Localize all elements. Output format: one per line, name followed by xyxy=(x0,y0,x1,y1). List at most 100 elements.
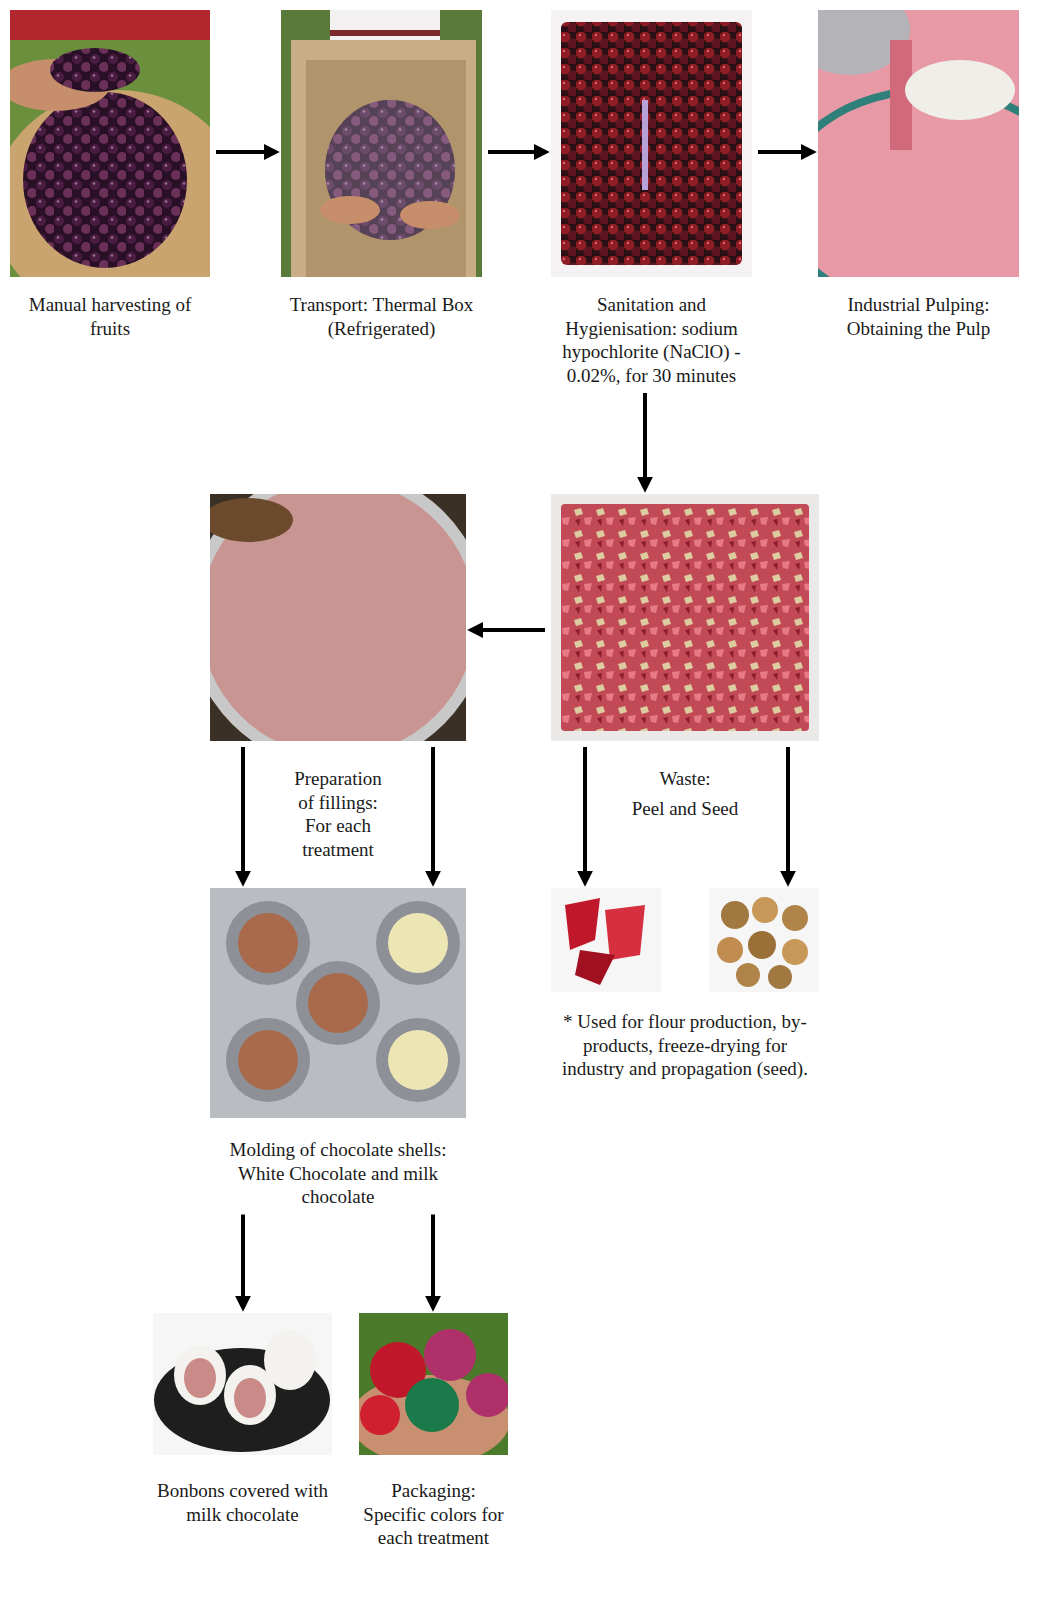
box-frame xyxy=(291,40,476,277)
seed xyxy=(748,931,776,959)
filled-shell xyxy=(388,913,448,973)
peel-photo xyxy=(551,888,661,992)
caption-block: Manual harvesting of fruits xyxy=(10,293,210,340)
flow-arrow xyxy=(583,747,587,882)
wrapped-bonbon xyxy=(466,1373,508,1417)
filled-shell xyxy=(238,1030,298,1090)
flow-arrow xyxy=(431,747,435,882)
photo-area xyxy=(210,888,466,1118)
basket xyxy=(10,90,210,277)
seed xyxy=(721,901,749,929)
photo-area xyxy=(551,888,819,992)
photo-area xyxy=(153,1313,332,1455)
seed-photo xyxy=(709,888,819,992)
glove xyxy=(905,60,1015,120)
process-step: * Used for flour production, by-products… xyxy=(551,888,819,1081)
process-step: Preparation of fillings: For each treatm… xyxy=(210,494,466,741)
harvest-photo xyxy=(10,10,210,277)
caption-block: Sanitation and Hygienisation: sodium hyp… xyxy=(551,293,752,387)
filled-shell xyxy=(238,913,298,973)
photo-area xyxy=(551,494,819,741)
white-ground xyxy=(551,888,661,992)
waste-photo xyxy=(551,494,819,741)
red-cloth xyxy=(10,10,210,40)
flow-arrow xyxy=(431,1215,435,1308)
step-caption: Packaging: Specific colors for each trea… xyxy=(359,1479,508,1550)
flow-arrow xyxy=(758,150,812,154)
mold-cavity xyxy=(296,961,380,1045)
caption-block: Transport: Thermal Box (Refrigerated) xyxy=(281,293,482,340)
grass xyxy=(281,10,482,277)
flow-arrow xyxy=(488,150,545,154)
bonbon xyxy=(264,1330,316,1390)
photo-area xyxy=(359,1313,508,1455)
sanitation-photo xyxy=(551,10,752,277)
step-caption: Waste: xyxy=(619,767,751,791)
white-ground xyxy=(153,1313,332,1455)
wrapped-bonbon xyxy=(424,1329,476,1381)
seed xyxy=(782,939,808,965)
berries xyxy=(50,48,140,92)
wrapped-bonbon xyxy=(405,1378,459,1432)
peel-and-seed xyxy=(561,504,809,731)
pot xyxy=(210,494,466,741)
filled-shell xyxy=(308,973,368,1033)
photo-area xyxy=(10,10,210,277)
filling xyxy=(210,494,466,741)
mold xyxy=(210,888,466,1118)
flow-arrow xyxy=(241,1215,245,1308)
process-step: Manual harvesting of fruits xyxy=(10,10,210,340)
seed xyxy=(768,965,792,989)
seed xyxy=(752,897,778,923)
hand xyxy=(400,201,460,229)
bonbon xyxy=(174,1345,226,1405)
caption-block: Packaging: Specific colors for each trea… xyxy=(359,1479,508,1550)
box-inside xyxy=(306,60,466,277)
caption-block: Molding of chocolate shells: White Choco… xyxy=(210,1138,466,1209)
packaging-photo xyxy=(359,1313,508,1455)
mold-photo xyxy=(210,888,466,1118)
step-caption: Transport: Thermal Box (Refrigerated) xyxy=(281,293,482,340)
step-caption: Sanitation and Hygienisation: sodium hyp… xyxy=(551,293,752,387)
step-caption: * Used for flour production, by-products… xyxy=(551,1010,819,1081)
flow-arrow xyxy=(643,393,647,488)
tray xyxy=(551,10,752,277)
photo-area xyxy=(551,10,752,277)
process-step: Molding of chocolate shells: White Choco… xyxy=(210,888,466,1209)
berries xyxy=(23,92,187,268)
flow-arrow xyxy=(472,628,545,632)
process-step: Waste:Peel and Seed xyxy=(551,494,819,741)
caption-block: * Used for flour production, by-products… xyxy=(551,1010,819,1081)
washed-fruits xyxy=(561,22,742,265)
step-caption: Molding of chocolate shells: White Choco… xyxy=(210,1138,466,1209)
peel xyxy=(565,898,600,950)
pot-rim xyxy=(818,90,1019,277)
flow-arrow xyxy=(216,150,275,154)
step-caption: Peel and Seed xyxy=(619,797,751,821)
white-ground xyxy=(709,888,819,992)
seed xyxy=(736,963,760,987)
thermometer xyxy=(642,100,648,190)
caption-block: Preparation of fillings: For each treatm… xyxy=(286,767,390,861)
wrapped-bonbon xyxy=(360,1395,400,1435)
mold-cavity xyxy=(376,901,460,985)
flow-arrow xyxy=(241,747,245,882)
filling-photo xyxy=(210,494,466,741)
peel xyxy=(575,950,615,985)
photo-area xyxy=(281,10,482,277)
caption-block: Industrial Pulping: Obtaining the Pulp xyxy=(818,293,1019,340)
step-caption: Manual harvesting of fruits xyxy=(10,293,210,340)
mold-cavity xyxy=(376,1018,460,1102)
shirt-stripe xyxy=(330,30,440,36)
step-caption: Industrial Pulping: Obtaining the Pulp xyxy=(818,293,1019,340)
shirt xyxy=(330,10,440,40)
photo-area xyxy=(818,10,1019,277)
process-step: Bonbons covered with milk chocolate xyxy=(153,1313,332,1526)
tray xyxy=(551,494,819,741)
process-step: Transport: Thermal Box (Refrigerated) xyxy=(281,10,482,340)
step-caption: Bonbons covered with milk chocolate xyxy=(153,1479,332,1526)
step-caption: Preparation of fillings: For each treatm… xyxy=(286,767,390,861)
